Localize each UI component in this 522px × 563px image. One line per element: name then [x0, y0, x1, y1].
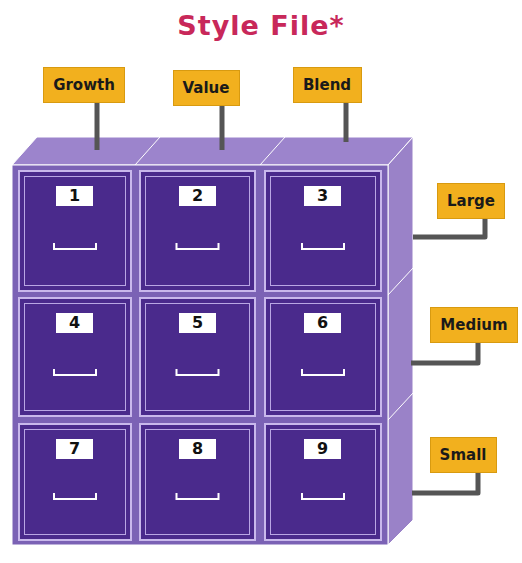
- category-tag: Small: [430, 437, 497, 473]
- category-tag: Medium: [430, 307, 518, 343]
- tag-label: Large: [447, 192, 495, 210]
- file-drawer: 9: [264, 423, 382, 541]
- category-tag: Value: [173, 70, 240, 106]
- diagram-title: Style File*: [0, 10, 522, 41]
- file-drawer: 2: [139, 170, 256, 292]
- drawer-number: 6: [304, 313, 341, 333]
- drawer-number: 5: [179, 313, 216, 333]
- tag-label: Small: [440, 446, 487, 464]
- drawer-number: 8: [179, 439, 216, 459]
- tag-label: Blend: [303, 76, 351, 94]
- file-drawer: 5: [139, 297, 256, 417]
- cabinet-front: [12, 165, 388, 545]
- file-drawer: 1: [18, 170, 132, 292]
- tag-label: Medium: [440, 316, 507, 334]
- cabinet-side: [388, 137, 413, 545]
- drawer-number: 1: [56, 186, 93, 206]
- file-drawer: 6: [264, 297, 382, 417]
- tag-label: Growth: [53, 76, 115, 94]
- drawer-number: 7: [56, 439, 93, 459]
- category-tag: Growth: [43, 67, 125, 103]
- cabinet-top: [12, 137, 413, 165]
- drawer-number: 9: [304, 439, 341, 459]
- file-drawer: 8: [139, 423, 256, 541]
- drawer-number: 2: [179, 186, 216, 206]
- file-drawer: 4: [18, 297, 132, 417]
- tag-label: Value: [183, 79, 230, 97]
- category-tag: Large: [437, 183, 505, 219]
- drawer-number: 3: [304, 186, 341, 206]
- category-tag: Blend: [293, 67, 362, 103]
- file-drawer: 7: [18, 423, 132, 541]
- drawer-number: 4: [56, 313, 93, 333]
- file-drawer: 3: [264, 170, 382, 292]
